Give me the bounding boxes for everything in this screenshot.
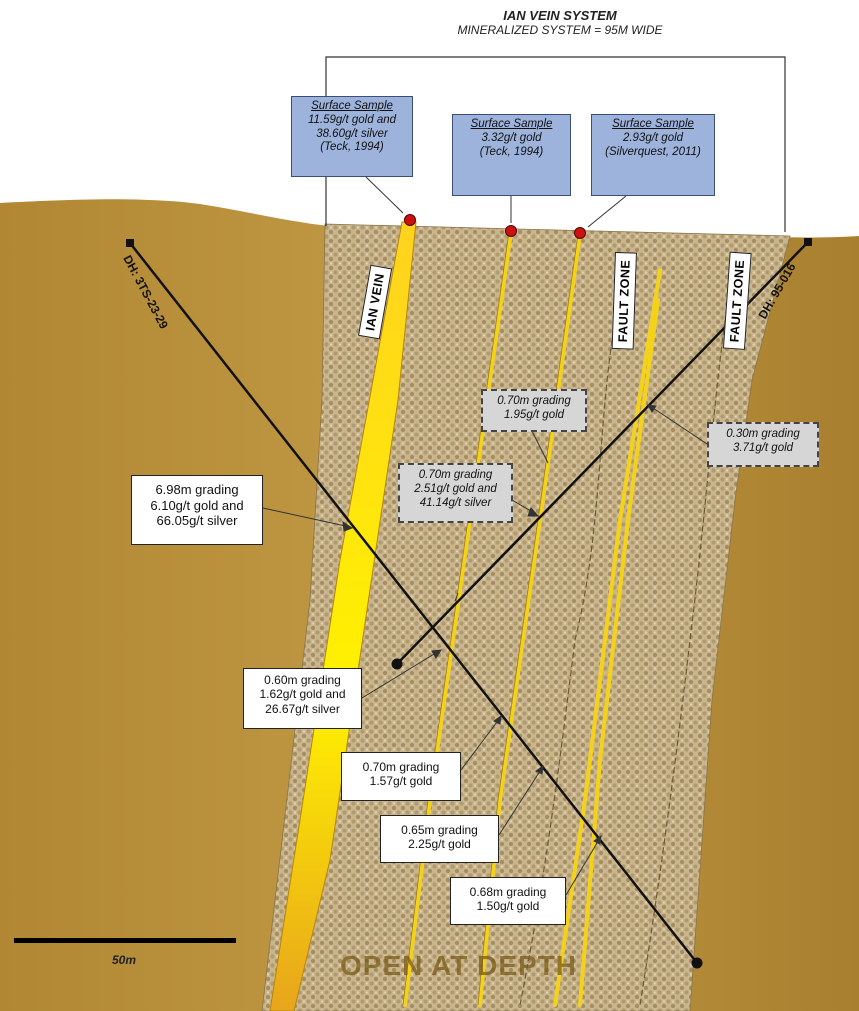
sample-dot-3: [574, 227, 586, 239]
surface-sample-box-1: Surface Sample 11.59g/t gold and 38.60g/…: [291, 96, 413, 177]
drillhole-right-end: [391, 658, 403, 670]
fault-zone-label-1: FAULT ZONE: [611, 252, 637, 350]
scale-bar-label: 50m: [112, 953, 137, 967]
ian-vein: [269, 221, 417, 1011]
intercept-label-e: 0.60m grading 1.62g/t gold and 26.67g/t …: [243, 668, 362, 729]
fault-trace-2: [639, 319, 726, 1006]
title-line-1: IAN VEIN SYSTEM: [503, 8, 617, 23]
intercept-label-h: 0.68m grading 1.50g/t gold: [450, 877, 566, 925]
drillhole-left-end: [691, 957, 703, 969]
sample-dot-1: [404, 214, 416, 226]
intercept-label-c: 0.30m grading 3.71g/t gold: [707, 422, 819, 467]
title-line-2: MINERALIZED SYSTEM = 95M WIDE: [457, 23, 663, 37]
open-at-depth-label: OPEN AT DEPTH: [340, 950, 578, 981]
drillhole-left: [129, 242, 698, 964]
intercept-label-g: 0.65m grading 2.25g/t gold: [380, 815, 499, 863]
drillhole-right-collar: [804, 238, 812, 246]
intercept-label-b: 0.70m grading 1.95g/t gold: [481, 389, 587, 432]
surface-sample-box-2: Surface Sample 3.32g/t gold (Teck, 1994): [452, 114, 571, 196]
intercept-label-a: 6.98m grading 6.10g/t gold and 66.05g/t …: [131, 475, 263, 545]
diagram-title: IAN VEIN SYSTEM MINERALIZED SYSTEM = 95M…: [430, 8, 690, 37]
intercept-label-d: 0.70m grading 2.51g/t gold and 41.14g/t …: [398, 463, 513, 523]
leader-lines: [262, 176, 708, 896]
intercept-label-f: 0.70m grading 1.57g/t gold: [341, 752, 461, 801]
drillhole-left-collar: [126, 239, 134, 247]
surface-sample-box-3: Surface Sample 2.93g/t gold (Silverquest…: [591, 114, 715, 196]
sample-dot-2: [505, 225, 517, 237]
scale-bar: [14, 938, 236, 943]
